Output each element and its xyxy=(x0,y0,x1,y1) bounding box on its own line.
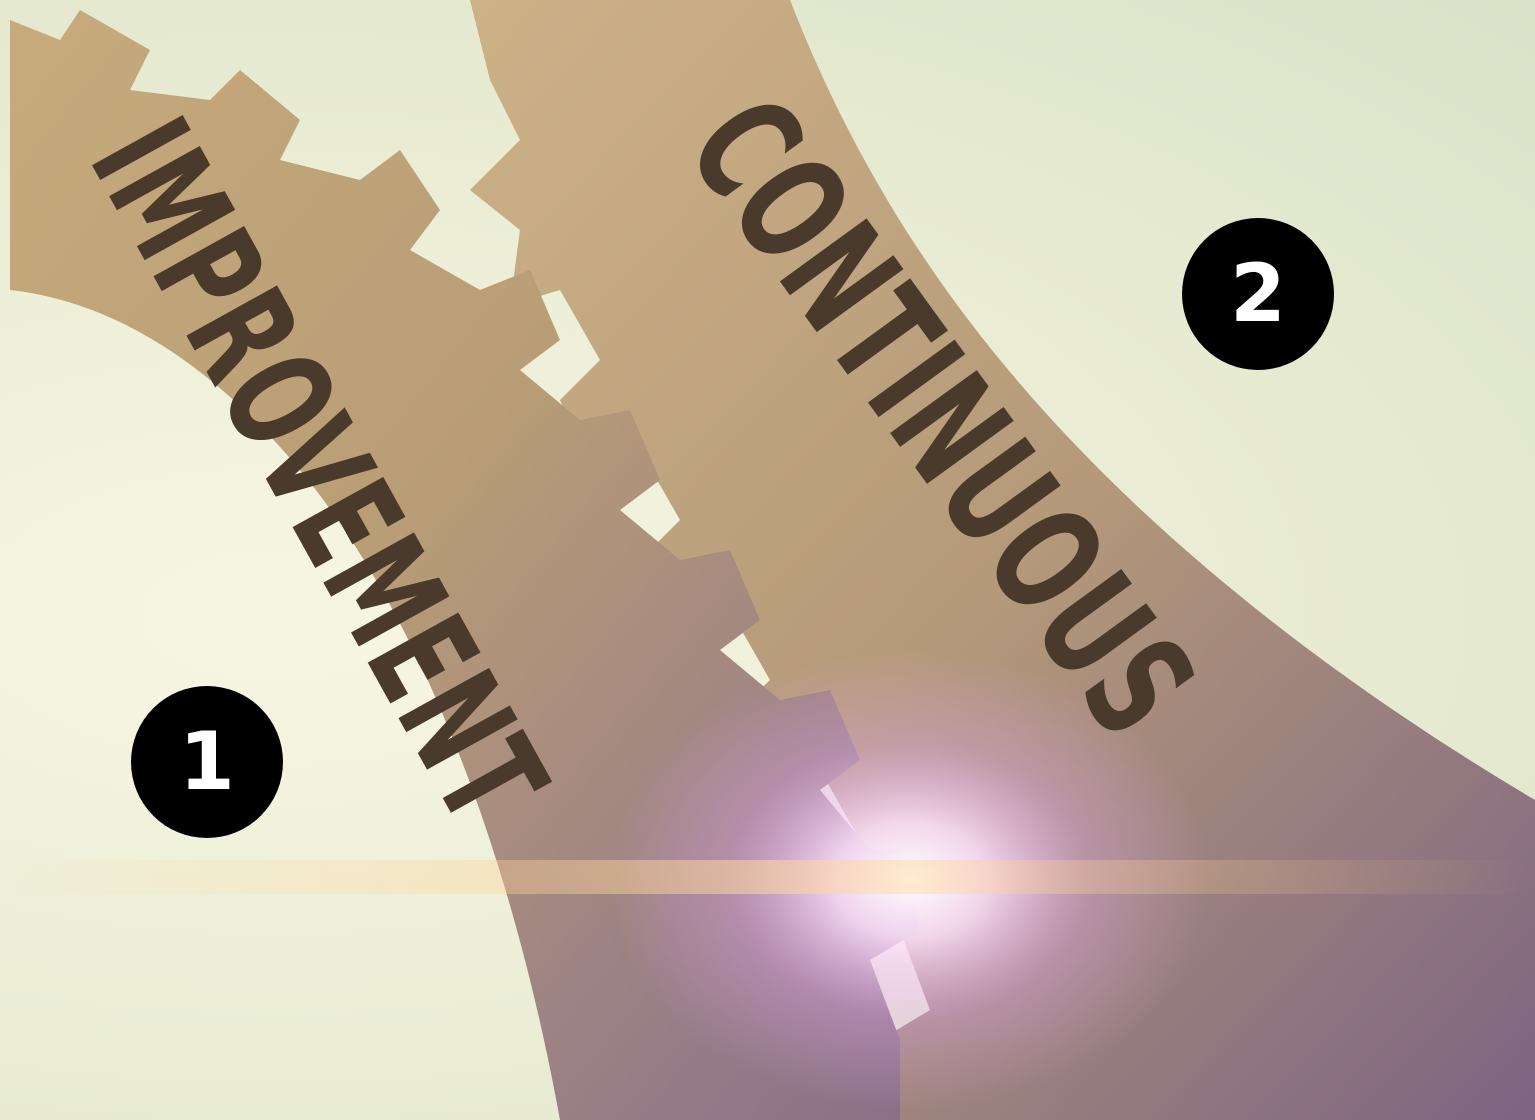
step-badge-2: 2 xyxy=(1182,218,1334,370)
step-badge-1: 1 xyxy=(131,686,283,838)
light-streak xyxy=(0,860,1535,894)
right-gear-shape xyxy=(470,0,1535,1120)
